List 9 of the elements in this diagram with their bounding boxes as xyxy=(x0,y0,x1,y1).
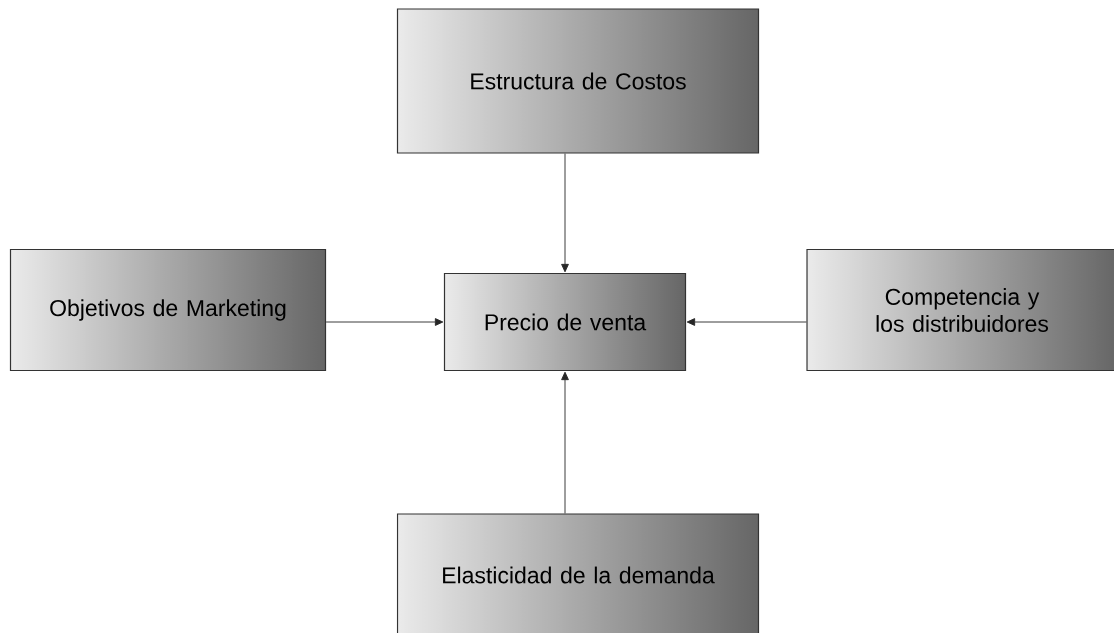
text-box: Objetivos de Marketing xyxy=(9,248,327,372)
arrow xyxy=(561,153,569,273)
arrow xyxy=(325,318,444,326)
text-box: Estructura de Costos xyxy=(396,8,760,154)
arrow xyxy=(561,371,569,514)
text-box: Elasticidad de la demanda xyxy=(396,513,760,633)
text-box: Competencia y los distribuidores xyxy=(806,248,1114,372)
text-box: Precio de venta xyxy=(443,272,687,372)
arrow xyxy=(686,318,807,326)
